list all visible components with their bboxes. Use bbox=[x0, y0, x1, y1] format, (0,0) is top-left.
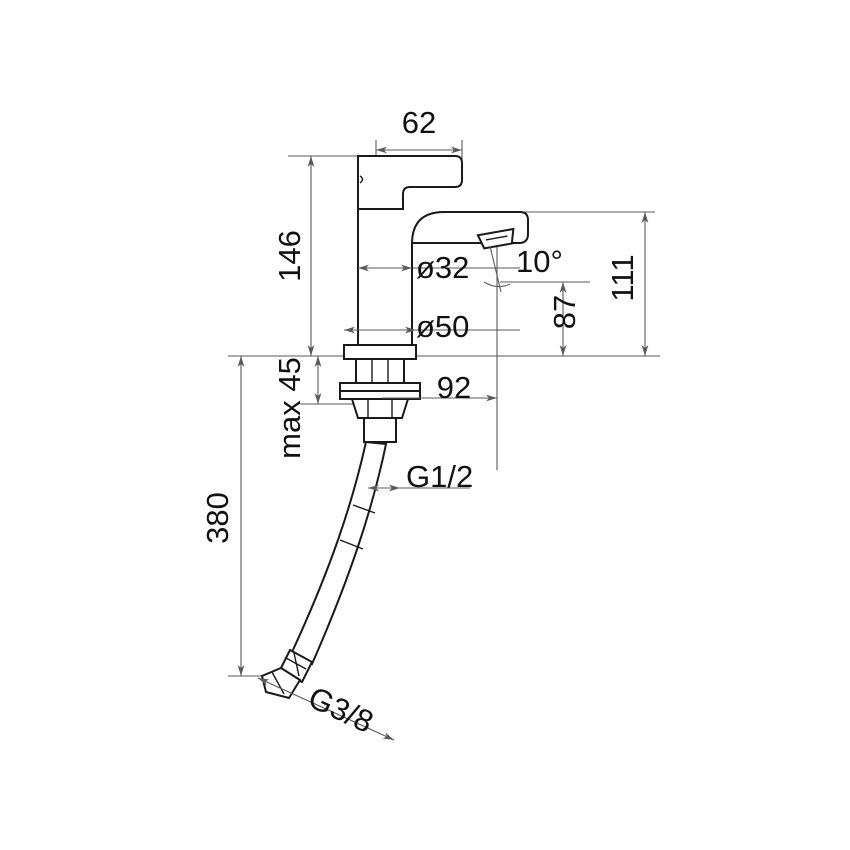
mounting-nut bbox=[350, 398, 410, 419]
hose-segment-mark-a bbox=[352, 504, 376, 514]
dim-label-92: 92 bbox=[437, 370, 471, 405]
dim-label-d32: ø32 bbox=[416, 250, 469, 285]
dim-label-g38: G3/8 bbox=[303, 680, 379, 740]
dim-label-62: 62 bbox=[402, 105, 436, 140]
mounting-washer bbox=[339, 382, 421, 392]
dim-label-g12: G1/2 bbox=[406, 459, 473, 494]
dim-label-d50: ø50 bbox=[416, 309, 469, 344]
faucet-geometry bbox=[260, 155, 529, 700]
ferrule-line-b bbox=[293, 652, 300, 677]
dim-label-380: 380 bbox=[200, 492, 235, 544]
dim-label-87: 87 bbox=[547, 295, 582, 329]
dim-label-146: 146 bbox=[272, 230, 307, 282]
dimension-texts: 62 146 ø32 ø50 10° 87 111 92 max 45 380 … bbox=[200, 105, 640, 740]
hose-segment-mark-b bbox=[339, 539, 364, 550]
dimension-lines bbox=[237, 146, 649, 741]
dimline-g38 bbox=[257, 677, 395, 741]
lever-handle bbox=[357, 155, 463, 210]
aerator-screen-line bbox=[485, 235, 508, 241]
aerator-assembly bbox=[476, 227, 515, 250]
dim-label-111: 111 bbox=[605, 254, 640, 301]
base-flange bbox=[343, 344, 417, 360]
angle-arc bbox=[483, 281, 511, 288]
dim-label-10deg: 10° bbox=[516, 244, 563, 279]
handle-pivot-mark bbox=[359, 175, 364, 184]
flexible-hose bbox=[290, 440, 388, 666]
angle-leader-line bbox=[489, 245, 502, 293]
dim-label-max45: max 45 bbox=[272, 357, 307, 459]
hose-collar bbox=[363, 417, 397, 443]
